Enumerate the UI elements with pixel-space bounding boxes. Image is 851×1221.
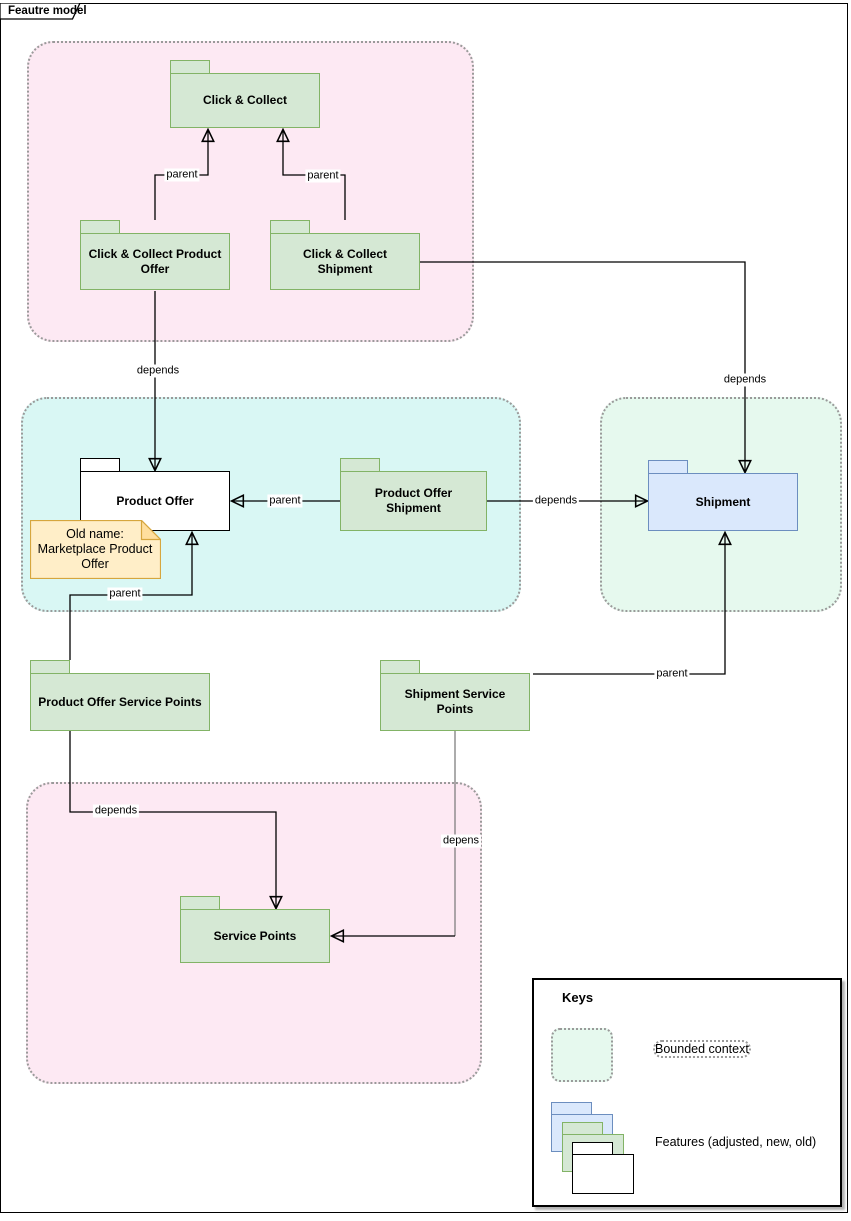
folder-tab xyxy=(30,660,70,674)
package-shipment[interactable]: Shipment xyxy=(648,460,798,531)
package-label: Click & Collect Product Offer xyxy=(88,246,222,276)
legend-title: Keys xyxy=(562,990,594,1005)
legend-bounded-context-swatch xyxy=(551,1028,613,1082)
package-label: Click & Collect Shipment xyxy=(302,246,388,276)
package-click-collect[interactable]: Click & Collect xyxy=(170,60,320,128)
edge-posp-depends-sp[interactable] xyxy=(69,731,276,908)
edge-label-parent[interactable]: parent xyxy=(164,168,200,182)
folder-tab xyxy=(380,660,420,674)
folder-tab xyxy=(340,458,380,472)
package-product-offer-shipment[interactable]: Product Offer Shipment xyxy=(340,458,487,531)
package-product-offer-service-points[interactable]: Product Offer Service Points xyxy=(30,660,210,731)
folder-tab xyxy=(270,220,310,234)
package-label: Click & Collect xyxy=(202,93,288,107)
legend-features-label: Features (adjusted, new, old) xyxy=(655,1135,817,1149)
edge-label-depends[interactable]: depends xyxy=(721,373,769,387)
edge-label-parent[interactable]: parent xyxy=(267,494,303,508)
package-service-points[interactable]: Service Points xyxy=(180,896,330,963)
package-label: Product Offer Service Points xyxy=(38,694,202,709)
feature-old-icon xyxy=(572,1142,634,1194)
folder-tab xyxy=(80,458,120,472)
package-shipment-service-points[interactable]: Shipment Service Points xyxy=(380,660,530,731)
legend-bounded-context-label: Bounded context xyxy=(653,1040,751,1058)
folder-tab xyxy=(170,60,210,74)
folder-tab xyxy=(80,220,120,234)
folder-tab xyxy=(648,460,688,474)
edge-label-parent[interactable]: parent xyxy=(107,587,143,601)
legend-keys[interactable]: Keys Bounded context Features (adjusted,… xyxy=(532,978,842,1207)
page-tab-title: Feautre model xyxy=(8,5,87,17)
package-label: Shipment Service Points xyxy=(404,687,506,716)
note-shape xyxy=(29,519,162,580)
package-click-collect-shipment[interactable]: Click & Collect Shipment xyxy=(270,220,420,290)
edge-ssp-parent-sh[interactable] xyxy=(533,533,725,675)
package-label: Service Points xyxy=(213,928,297,943)
package-click-collect-product-offer[interactable]: Click & Collect Product Offer xyxy=(80,220,230,290)
edge-label-depens[interactable]: depens xyxy=(440,834,482,848)
edge-label-depends[interactable]: depends xyxy=(532,494,580,508)
edge-label-depends[interactable]: depends xyxy=(92,804,140,818)
note-old-name[interactable]: Old name: Marketplace Product Offer xyxy=(29,519,162,580)
legend-features-swatch xyxy=(551,1102,641,1194)
page-tab[interactable]: Feautre model xyxy=(0,3,87,20)
edge-label-parent[interactable]: parent xyxy=(654,667,690,681)
edge-label-depends[interactable]: depends xyxy=(134,364,182,378)
package-label: Product Offer Shipment xyxy=(374,486,453,515)
package-label: Product Offer xyxy=(116,493,194,508)
edge-label-parent[interactable]: parent xyxy=(305,169,341,183)
package-label: Shipment xyxy=(695,494,751,509)
page-tab-shape xyxy=(0,3,81,20)
folder-tab xyxy=(180,896,220,910)
edge-ccsh-depends-sh[interactable] xyxy=(420,261,745,472)
note-text: Old name: Marketplace Product Offer xyxy=(37,526,153,571)
